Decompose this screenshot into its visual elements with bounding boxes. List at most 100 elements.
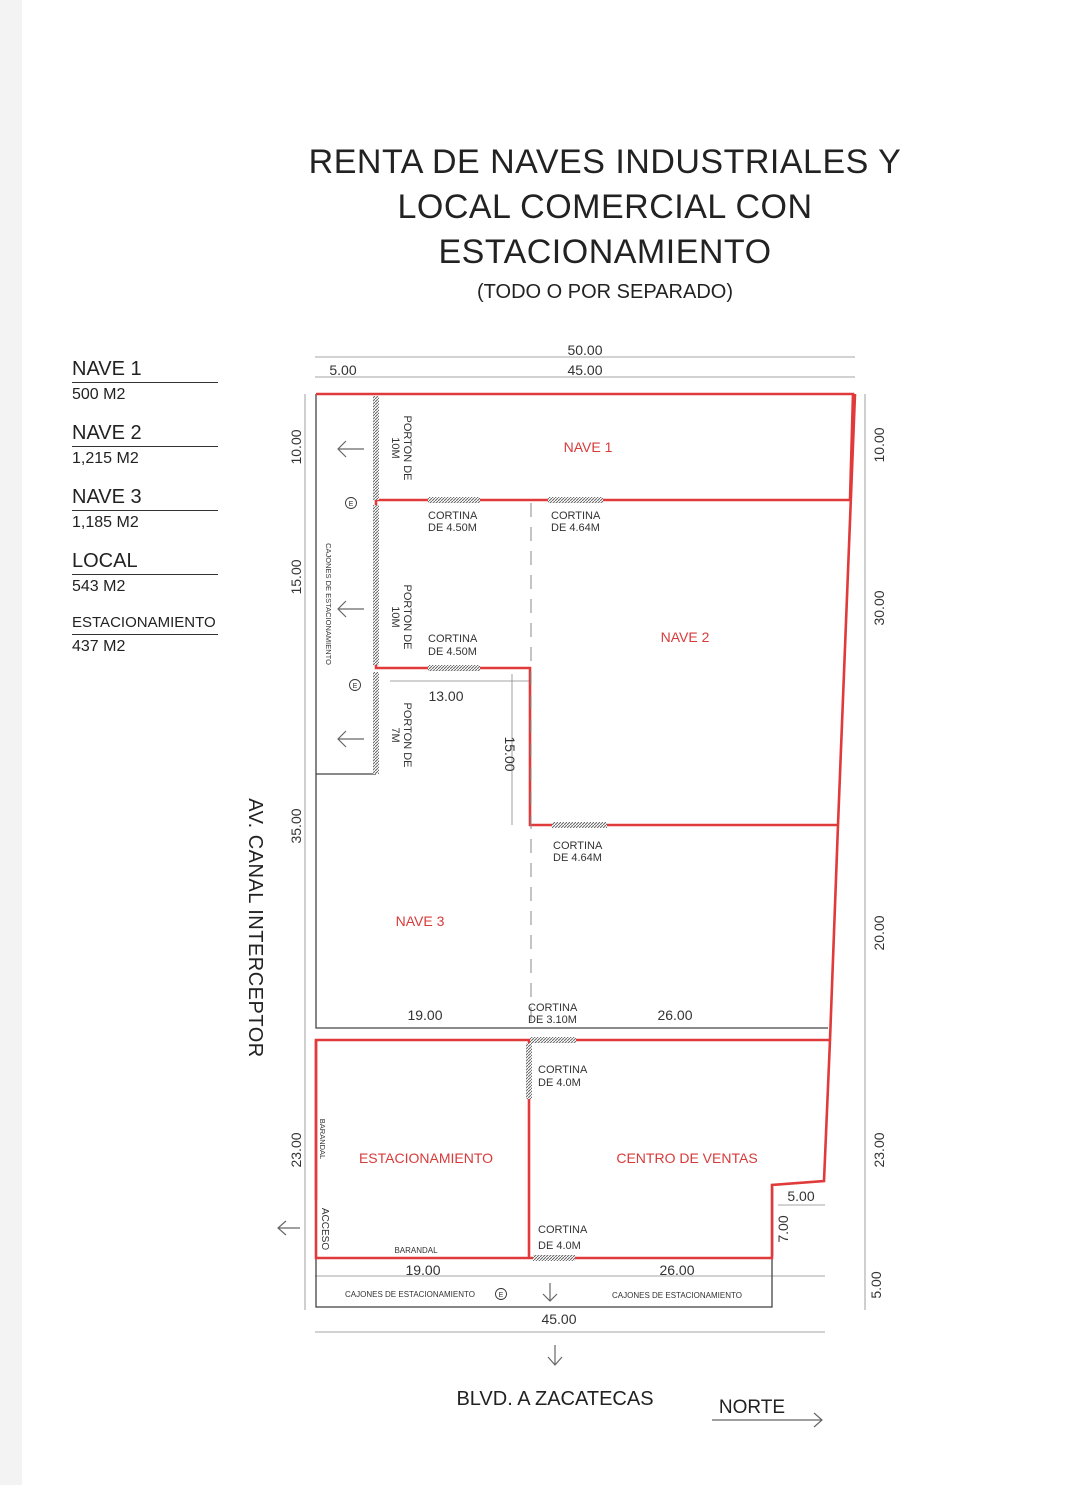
dim-left-2: 15.00 bbox=[288, 559, 304, 594]
door-openings bbox=[373, 396, 607, 1261]
dim-notch-height: 7.00 bbox=[775, 1215, 791, 1242]
dim-inner-15: 15.00 bbox=[502, 736, 518, 771]
room-nave-1: NAVE 1 bbox=[564, 439, 613, 455]
svg-text:CORTINA: CORTINA bbox=[428, 633, 478, 645]
porton-3-opening bbox=[373, 672, 379, 774]
svg-text:CORTINA: CORTINA bbox=[538, 1224, 588, 1236]
down-arrow-icon bbox=[547, 1345, 563, 1366]
dim-right-4: 23.00 bbox=[871, 1132, 887, 1167]
svg-text:DE 4.50M: DE 4.50M bbox=[428, 646, 477, 658]
svg-text:DE 3.10M: DE 3.10M bbox=[528, 1014, 577, 1026]
svg-text:E: E bbox=[349, 501, 354, 508]
e-marker-icon: E bbox=[495, 1288, 507, 1300]
dim-right-1: 10.00 bbox=[871, 427, 887, 462]
svg-text:CORTINA: CORTINA bbox=[528, 1002, 578, 1014]
svg-text:10M: 10M bbox=[389, 606, 401, 627]
dim-notch-width: 5.00 bbox=[787, 1188, 814, 1204]
barandal-bottom-label: BARANDAL bbox=[394, 1246, 438, 1255]
legend-item-estacionamiento: ESTACIONAMIENTO 437 M2 bbox=[72, 612, 218, 659]
porton-1-label: PORTON DE 10M bbox=[389, 416, 413, 481]
e-markers: E E E bbox=[345, 497, 507, 1300]
plan-sheet bbox=[22, 0, 1078, 1485]
legend-name: NAVE 1 bbox=[72, 356, 218, 383]
room-centro-de-ventas: CENTRO DE VENTAS bbox=[616, 1150, 757, 1166]
room-labels: NAVE 1 NAVE 2 NAVE 3 ESTACIONAMIENTO CEN… bbox=[359, 439, 758, 1166]
cajones-side-label: CAJONES DE ESTACIONAMIENTO bbox=[324, 543, 333, 665]
cortina-7-opening bbox=[533, 1255, 575, 1261]
svg-text:E: E bbox=[499, 1292, 504, 1299]
room-estacionamiento: ESTACIONAMIENTO bbox=[359, 1150, 493, 1166]
svg-text:CORTINA: CORTINA bbox=[538, 1064, 588, 1076]
legend-item-nave-2: NAVE 2 1,215 M2 bbox=[72, 420, 218, 471]
legend-area: 437 M2 bbox=[72, 638, 126, 655]
legend-name: ESTACIONAMIENTO bbox=[72, 612, 218, 635]
dim-top-left: 5.00 bbox=[329, 362, 356, 378]
entry-arrow-icon bbox=[337, 440, 364, 458]
entry-arrow-icon bbox=[337, 600, 364, 618]
page-title: RENTA DE NAVES INDUSTRIALES Y LOCAL COME… bbox=[290, 140, 920, 307]
dim-top-total: 50.00 bbox=[567, 342, 602, 358]
cortina-1-label: CORTINA DE 4.50M bbox=[428, 510, 478, 534]
cortina-7-label: CORTINA DE 4.0M bbox=[538, 1224, 588, 1252]
svg-text:DE 4.64M: DE 4.64M bbox=[553, 852, 602, 864]
barandal-side-label: BARANDAL bbox=[318, 1119, 327, 1159]
norte-label: NORTE bbox=[719, 1397, 785, 1418]
legend-name: LOCAL bbox=[72, 548, 218, 575]
title-line-2: LOCAL COMERCIAL CON bbox=[397, 188, 813, 226]
dim-right-5: 5.00 bbox=[868, 1271, 884, 1298]
title-line-3: ESTACIONAMIENTO bbox=[438, 233, 772, 271]
cortina-labels: CORTINA DE 4.50M CORTINA DE 4.64M CORTIN… bbox=[428, 510, 603, 1252]
legend-area: 1,185 M2 bbox=[72, 514, 139, 531]
dim-right-3: 20.00 bbox=[871, 915, 887, 950]
svg-text:DE 4.50M: DE 4.50M bbox=[428, 522, 477, 534]
legend-name: NAVE 2 bbox=[72, 420, 218, 447]
area-legend: NAVE 1 500 M2 NAVE 2 1,215 M2 NAVE 3 1,1… bbox=[72, 356, 218, 672]
svg-text:CORTINA: CORTINA bbox=[551, 510, 601, 522]
svg-text:10M: 10M bbox=[389, 437, 401, 458]
north-arrow-icon bbox=[712, 1412, 823, 1428]
room-nave-2: NAVE 2 bbox=[661, 629, 710, 645]
svg-text:DE 4.0M: DE 4.0M bbox=[538, 1077, 581, 1089]
cortina-6-opening bbox=[526, 1043, 532, 1099]
title-subtitle: (TODO O POR SEPARADO) bbox=[477, 281, 733, 303]
parking-annotations: CAJONES DE ESTACIONAMIENTO BARANDAL ACCE… bbox=[318, 543, 742, 1300]
cortina-4-label: CORTINA DE 4.64M bbox=[553, 840, 603, 864]
cortina-3-label: CORTINA DE 4.50M bbox=[428, 633, 478, 658]
svg-text:7M: 7M bbox=[389, 727, 401, 742]
street-av-canal-interceptor: AV. CANAL INTERCEPTOR bbox=[244, 798, 266, 1057]
legend-name: NAVE 3 bbox=[72, 484, 218, 511]
cortina-4-opening bbox=[552, 822, 607, 828]
dim-bottom-total: 45.00 bbox=[541, 1311, 576, 1327]
dim-left-4: 23.00 bbox=[288, 1132, 304, 1167]
street-labels: AV. CANAL INTERCEPTOR BLVD. A ZACATECAS … bbox=[244, 798, 785, 1418]
svg-text:DE 4.64M: DE 4.64M bbox=[551, 522, 600, 534]
svg-text:CORTINA: CORTINA bbox=[553, 840, 603, 852]
svg-text:DE 4.0M: DE 4.0M bbox=[538, 1240, 581, 1252]
porton-2-label: PORTON DE 10M bbox=[389, 585, 413, 650]
cortina-1-opening bbox=[428, 497, 480, 503]
cortina-5-opening bbox=[530, 1037, 576, 1043]
street-blvd-a-zacatecas: BLVD. A ZACATECAS bbox=[456, 1388, 653, 1410]
dim-top-right: 45.00 bbox=[567, 362, 602, 378]
legend-area: 500 M2 bbox=[72, 386, 126, 403]
e-marker-icon: E bbox=[349, 679, 361, 691]
porton-3-label: PORTON DE 7M bbox=[389, 703, 413, 768]
red-walls bbox=[314, 392, 857, 1260]
dim-inner-13: 13.00 bbox=[428, 688, 463, 704]
svg-text:PORTON DE: PORTON DE bbox=[401, 703, 413, 768]
cortina-2-opening bbox=[548, 497, 603, 503]
cajones-bottom-right-label: CAJONES DE ESTACIONAMIENTO bbox=[612, 1291, 742, 1300]
entry-arrow-icon bbox=[337, 730, 364, 748]
dim-right-2: 30.00 bbox=[871, 590, 887, 625]
cortina-5-label: CORTINA DE 3.10M bbox=[528, 1002, 578, 1026]
cortina-6-label: CORTINA DE 4.0M bbox=[538, 1064, 588, 1089]
porton-1-opening bbox=[373, 396, 379, 500]
porton-labels: PORTON DE 10M PORTON DE 10M PORTON DE 7M bbox=[389, 416, 413, 768]
cortina-2-label: CORTINA DE 4.64M bbox=[551, 510, 601, 534]
porton-2-opening bbox=[373, 505, 379, 665]
vertical-dimension-texts: 10.00 15.00 35.00 23.00 10.00 30.00 20.0… bbox=[288, 427, 887, 1298]
legend-area: 1,215 M2 bbox=[72, 450, 139, 467]
arrows bbox=[277, 440, 823, 1428]
dim-bottom-right: 26.00 bbox=[659, 1262, 694, 1278]
